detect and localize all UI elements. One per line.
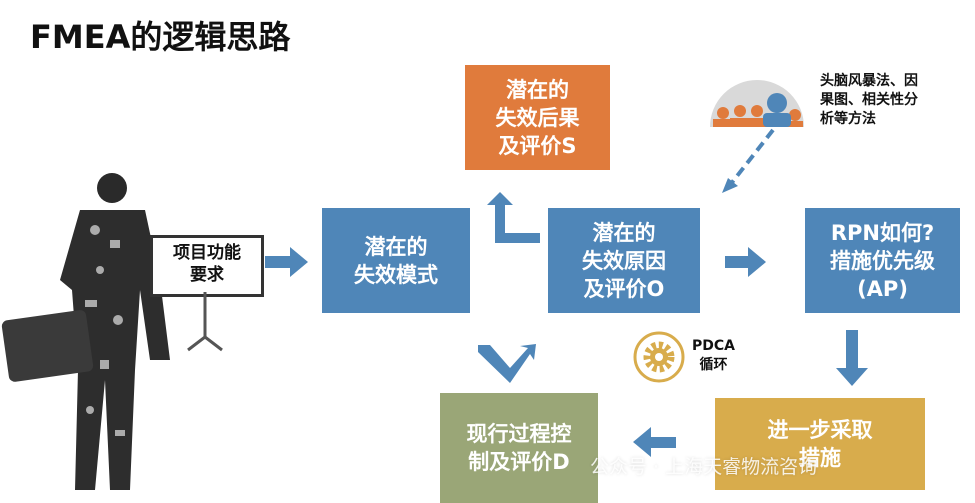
pdca-label: PDCA 循环 (692, 338, 735, 373)
failure-cause-box: 潜在的 失效原因 及评价O (548, 208, 700, 313)
current-control-box: 现行过程控 制及评价D (440, 393, 598, 503)
arrow-bidirectional-down (478, 344, 536, 383)
team-brainstorm-icon (710, 80, 804, 127)
rpn-box: RPN如何? 措施优先级 (AP) (805, 208, 960, 313)
requirements-signboard: 项目功能 要求 (150, 235, 264, 297)
further-action-box: 进一步采取 措施 (715, 398, 925, 490)
methods-note: 头脑风暴法、因 果图、相关性分 析等方法 (820, 73, 918, 127)
watermark: 公众号 · 上海天睿物流咨询 (590, 456, 818, 478)
arrow-left-action (633, 427, 676, 457)
businessman-icon-silhouette (1, 173, 170, 490)
arrow-right-2 (725, 247, 766, 277)
arrow-right-1 (265, 247, 308, 277)
signboard-text: 项目功能 要求 (173, 243, 241, 285)
arrow-down-rpn (836, 330, 868, 386)
failure-mode-box: 潜在的 失效模式 (322, 208, 470, 313)
signboard-stand (187, 292, 223, 352)
dashed-arrow (728, 128, 775, 187)
page-title: FMEA的逻辑思路 (30, 18, 291, 56)
arrow-up-effect (487, 192, 540, 243)
failure-effect-box: 潜在的 失效后果 及评价S (465, 65, 610, 170)
gear-icon (633, 331, 685, 383)
